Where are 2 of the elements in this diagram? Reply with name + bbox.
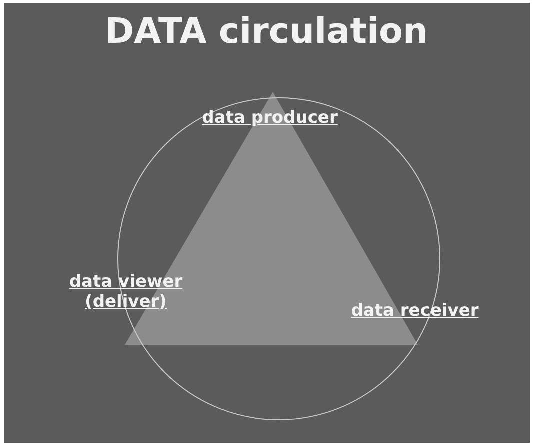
title: DATA circulation (104, 12, 429, 52)
vertex-label: data producer (201, 108, 339, 128)
